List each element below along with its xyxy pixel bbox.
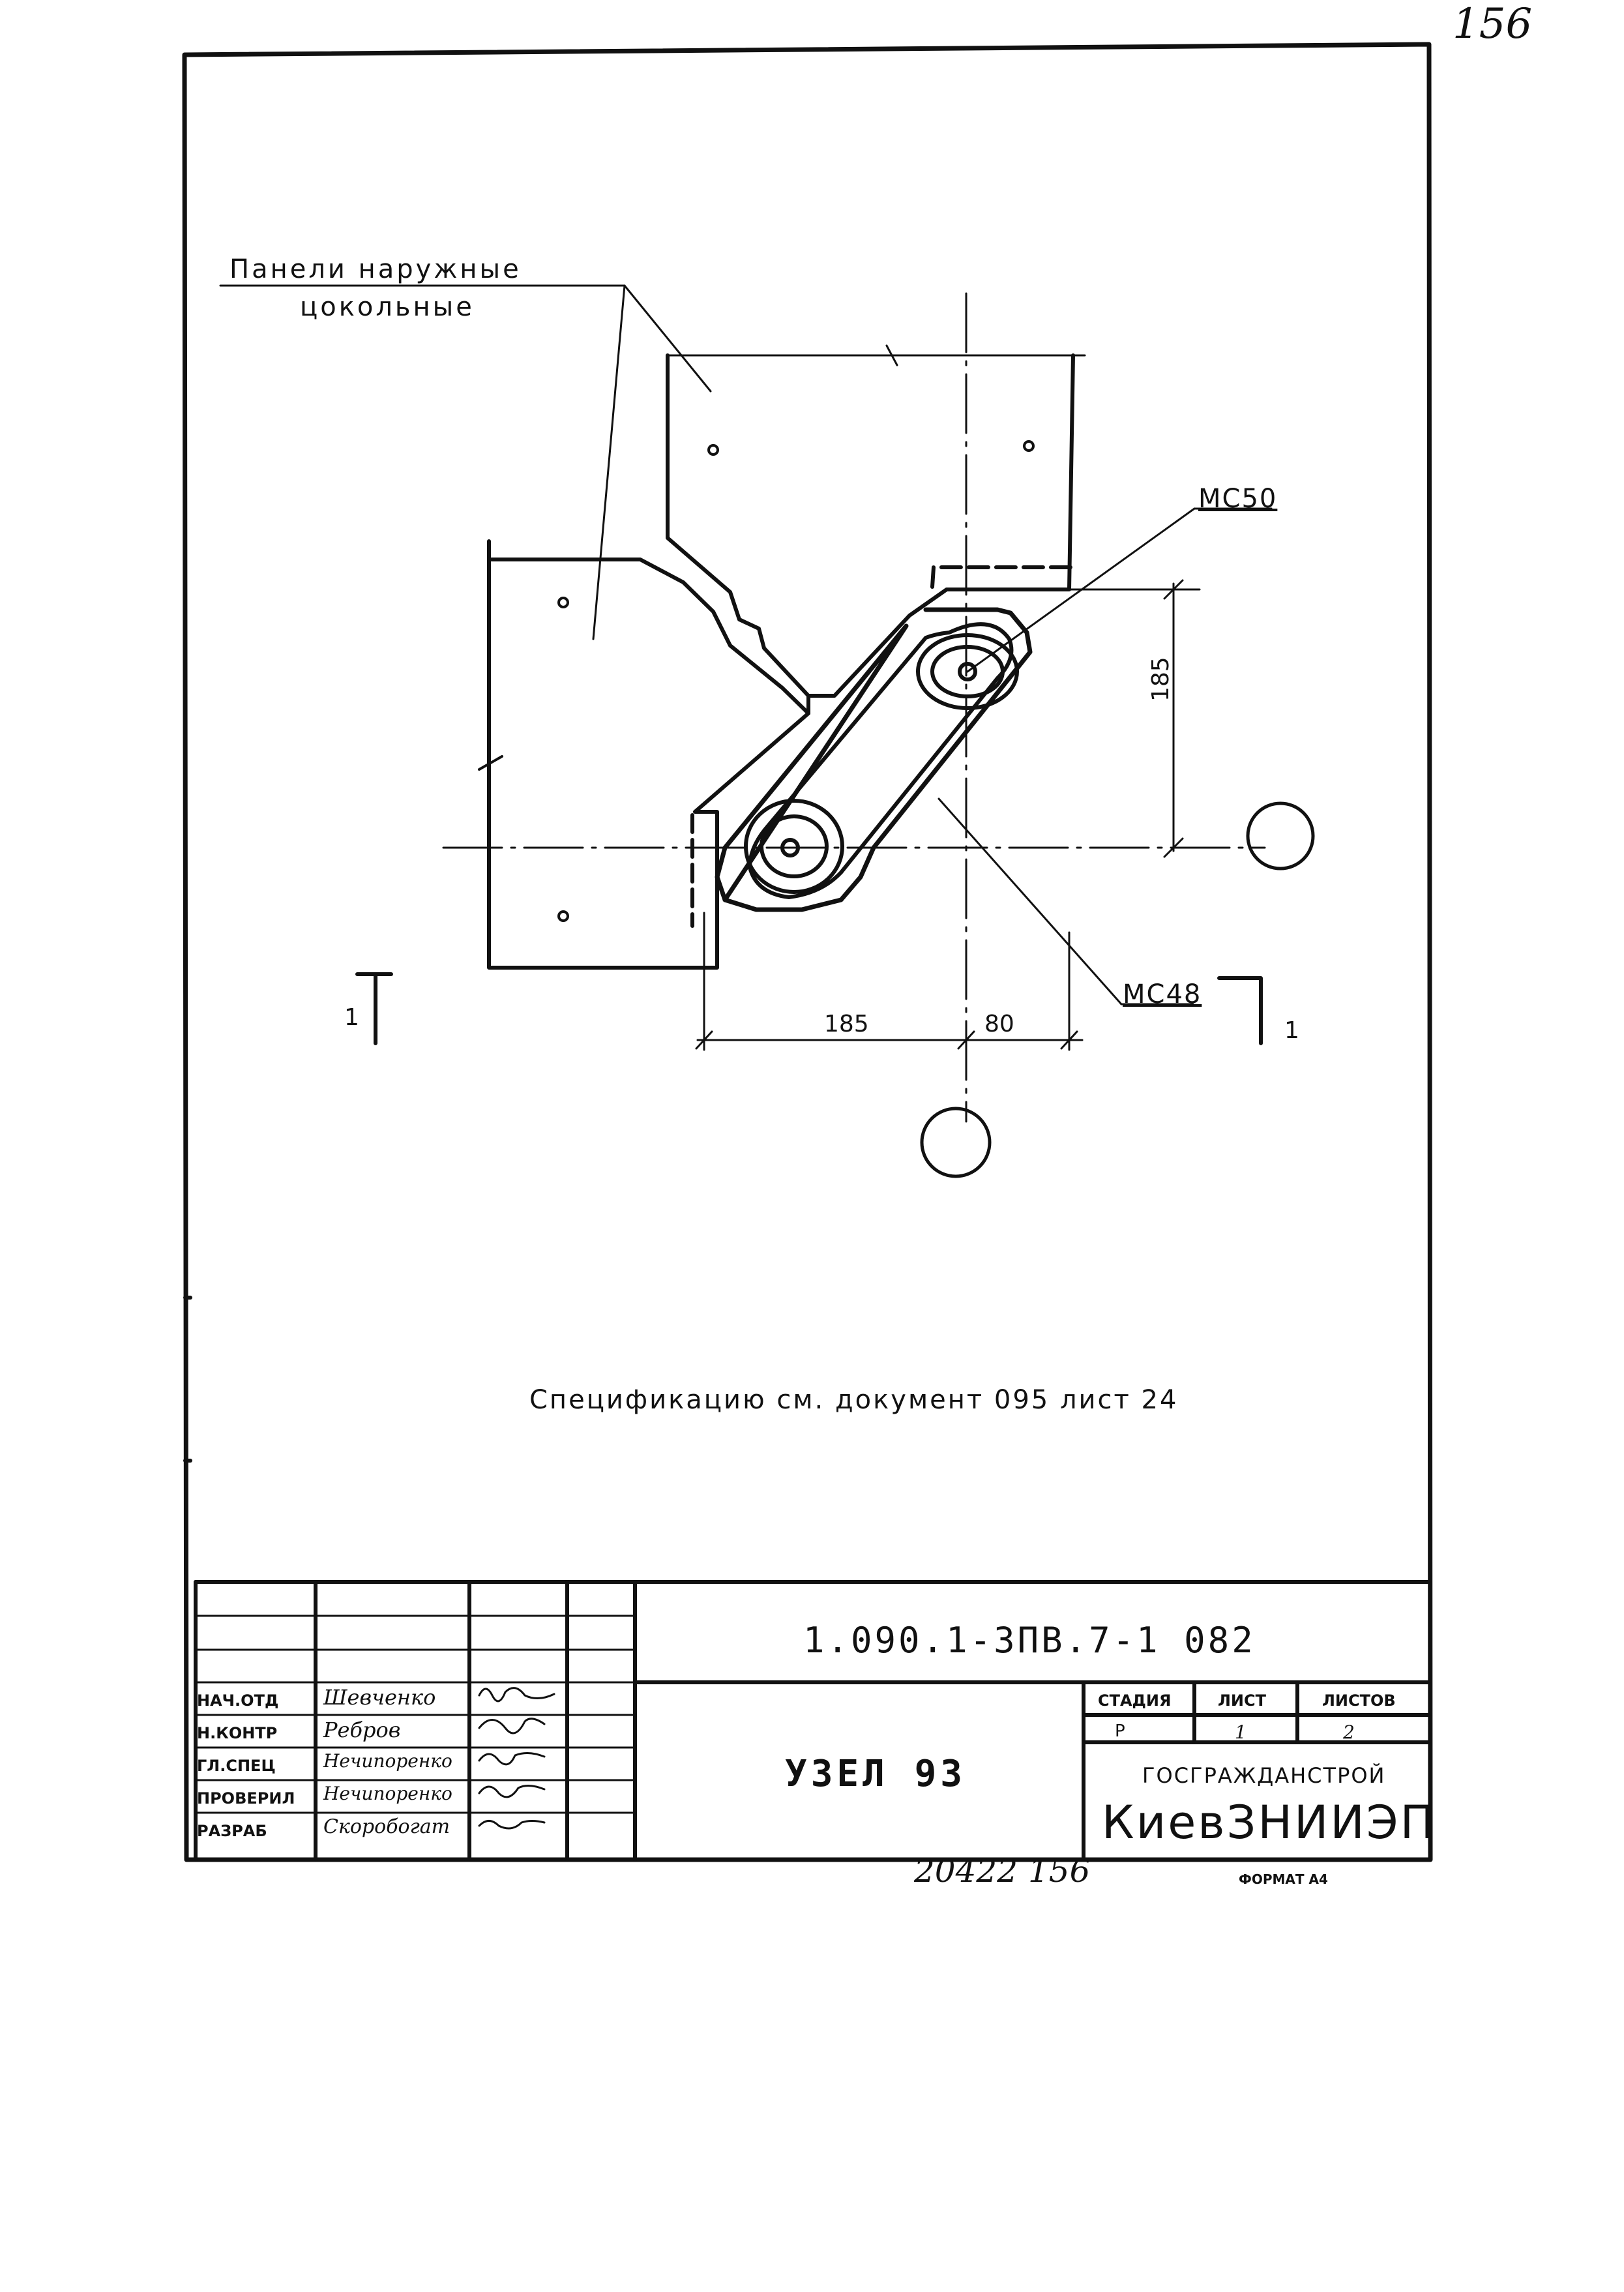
signatures [478,1687,555,1830]
sheet-header: ЛИСТ [1218,1691,1267,1710]
mark-mc48: МС48 [1123,979,1202,1009]
dimensions [695,579,1201,1051]
name-checked-by: Нечипоренко [323,1783,452,1804]
name-standards-control: Ребров [323,1718,401,1742]
bolt-loop-lower [744,799,844,894]
name-head-of-department: Шевченко [323,1685,436,1710]
left-panel [478,539,810,970]
dimension-horizontal-left: 185 [824,1011,869,1037]
panels-label: Панели наружные [229,254,522,284]
title-block-rows [194,1615,636,1814]
role-standards-control: Н.КОНТР [197,1724,278,1742]
title-block-grid [194,1580,1431,1862]
stage-header: СТАДИЯ [1098,1691,1172,1710]
axis-bubbles [920,801,1315,1178]
dimension-vertical: 185 [1147,657,1174,702]
panels-label-2: цокольные [300,292,475,322]
role-head-of-department: НАЧ.ОТД [197,1691,279,1710]
organization-line-2: КиевЗНИИЭП [1102,1796,1437,1849]
organization-line-1: ГОСГРАЖДАНСТРОЙ [1142,1763,1386,1788]
role-developed-by: РАЗРАБ [197,1822,267,1840]
document-code: 1.090.1-3ПВ.7-1 082 [803,1620,1256,1661]
sheets-value: 2 [1343,1721,1355,1743]
node-title: УЗЕЛ 93 [785,1753,967,1795]
sheet-frame [182,42,1433,1862]
left-panel-holes [557,597,569,922]
upper-panel-holes [707,440,1035,456]
format-label: ФОРМАТ А4 [1239,1871,1328,1887]
stage-value: Р [1115,1721,1125,1741]
section-marks [355,972,1263,1045]
sheets-header: ЛИСТОВ [1322,1691,1396,1710]
leader-lines [219,284,1273,1005]
connection-plate-outer [715,607,1033,912]
name-chief-specialist: Нечипоренко [323,1750,452,1772]
specification-note: Спецификацию см. документ 095 лист 24 [529,1385,1179,1415]
dimension-horizontal-right: 80 [984,1011,1014,1037]
section-mark-right: 1 [1284,1017,1299,1044]
name-developed-by: Скоробогат [323,1815,450,1838]
archive-stamp-number: 20422 156 [914,1852,1091,1890]
role-chief-specialist: ГЛ.СПЕЦ [197,1757,276,1775]
bolt-loop-upper [916,633,1019,710]
section-mark-left: 1 [344,1004,359,1031]
mark-mc50: МС50 [1198,484,1278,514]
sheet-value: 1 [1235,1721,1247,1743]
role-checked-by: ПРОВЕРИЛ [197,1789,295,1808]
corner-note: 156 [1453,0,1533,48]
